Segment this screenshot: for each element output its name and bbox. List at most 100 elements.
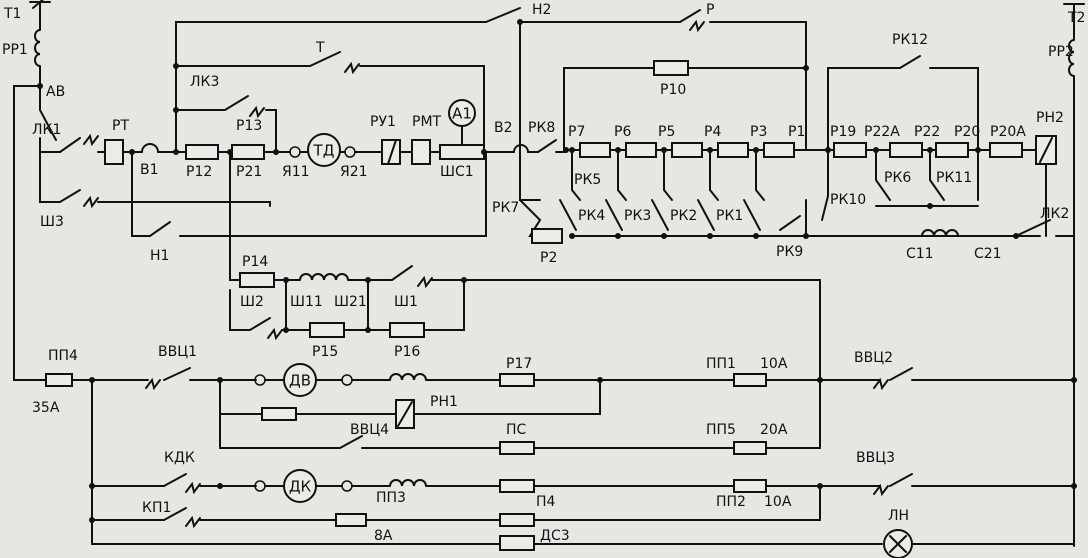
resistor-ps [499,441,535,455]
label-rk2: РК2 [670,208,697,224]
label-rk3: РК3 [624,208,651,224]
label-sh2: Ш2 [240,294,264,310]
label-a35: 35A [32,400,60,416]
label-r2: P2 [540,250,557,266]
label-td: ТД [313,142,335,160]
label-rk1: РК1 [716,208,743,224]
label-r4: P4 [704,124,721,140]
resistor-p4 [499,479,535,493]
resistor-r10 [653,60,689,76]
label-vvc4: ВВЦ4 [350,422,389,438]
label-sh3: Ш3 [40,214,64,230]
label-rn2: PH2 [1036,110,1064,126]
label-n2: H2 [532,2,551,18]
relay-rt [104,139,124,165]
label-t: T [315,40,325,56]
label-rmt: РМТ [412,114,442,130]
label-a1: A1 [452,105,472,123]
fuse-pp4 [45,373,73,387]
supply-t2 [1055,3,1085,547]
label-ds3: ДС3 [540,528,570,544]
label-r22a: P22A [864,124,900,140]
label-r10: P10 [660,82,686,98]
resistor-r14 [239,272,275,288]
auxiliary-circuits [39,363,1075,558]
label-ps: ПС [506,422,527,438]
label-r12: P12 [186,164,212,180]
label-r22: P22 [914,124,940,140]
label-vvc2: ВВЦ2 [854,350,893,366]
label-ya11: Я11 [282,164,310,180]
label-kp1: КП1 [142,500,171,516]
resistor-p4-lower [499,513,535,527]
label-c11: C11 [906,246,934,262]
label-v1: B1 [140,162,159,178]
traction-motor-td [307,133,341,167]
label-a10b: 10A [764,494,792,510]
label-p: P [706,2,714,18]
supply-t1 [13,0,57,381]
label-rk6: РК6 [884,170,911,186]
resistor-r4 [717,142,749,158]
label-t2: T2 [1067,10,1085,26]
label-r15: P15 [312,344,338,360]
label-n1: H1 [150,248,169,264]
fuse-8a [335,513,367,527]
resistor-ds3 [499,535,535,551]
label-r19: P19 [830,124,856,140]
resistor-r19 [833,142,867,158]
field-weakening-group [229,151,821,381]
shunt-shc1 [439,144,485,160]
label-r20a: P20A [990,124,1026,140]
label-lk2: ЛК2 [1040,206,1069,222]
label-ln: ЛН [888,508,909,524]
label-rk9: РК9 [776,244,803,260]
resistor-r20 [935,142,969,158]
label-rk10: РК10 [830,192,866,208]
label-a20: 20A [760,422,788,438]
relay-rmt [411,139,431,165]
top-loops [173,7,807,201]
label-r3: P3 [750,124,767,140]
label-rp1: PP1 [2,42,28,58]
label-r16: P16 [394,344,420,360]
shunt-contacts [39,151,487,237]
label-lk3: ЛК3 [190,74,219,90]
label-r21: P21 [236,164,262,180]
label-shc1: ШС1 [440,164,474,180]
resistor-r12 [185,144,219,160]
label-sh21: Ш21 [334,294,367,310]
label-sh11: Ш11 [290,294,323,310]
label-r17: P17 [506,356,532,372]
label-dv: ДВ [289,372,311,390]
resistor-r20a [989,142,1023,158]
label-av: AB [46,84,65,100]
label-pp5: ПП5 [706,422,736,438]
resistor-r5 [671,142,703,158]
label-a10a: 10A [760,356,788,372]
label-rk12: РК12 [892,32,928,48]
label-r1: P1 [788,124,805,140]
label-t1: T1 [3,6,21,22]
label-pp1: ПП1 [706,356,736,372]
fuse-pp5 [733,441,767,455]
resistor-r17 [499,373,535,387]
resistor-r21 [231,144,265,160]
label-r5: P5 [658,124,675,140]
resistor-r3 [763,142,795,158]
label-r6: P6 [614,124,631,140]
label-r7: P7 [568,124,585,140]
ammeter-a1 [448,99,476,127]
label-dk: ДК [289,478,312,496]
label-rk4: РК4 [578,208,605,224]
label-a8: 8A [374,528,393,544]
label-rp2: PP2 [1048,44,1074,60]
label-r13: P13 [236,118,262,134]
label-rn1: PH1 [430,394,458,410]
resistor-r6 [625,142,657,158]
right-resistor-group [805,55,1057,239]
resistor-rn1-series [261,407,297,421]
label-r14: P14 [242,254,268,270]
label-r20: P20 [954,124,980,140]
